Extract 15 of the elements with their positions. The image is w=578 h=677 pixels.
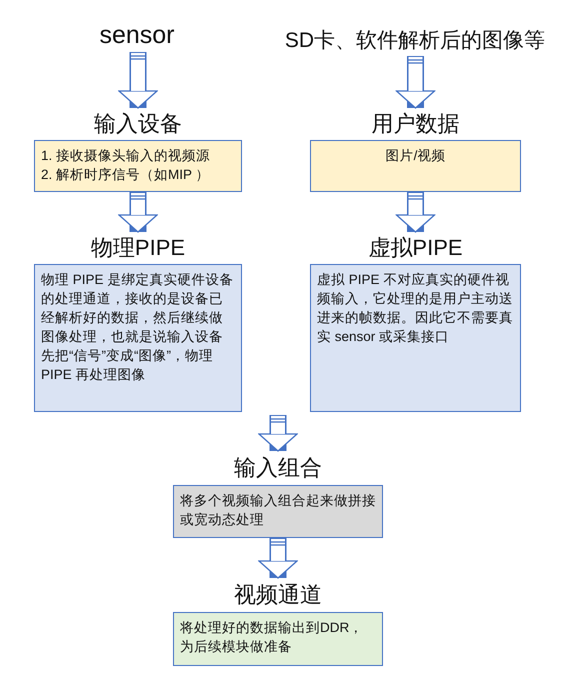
stage-heading: 用户数据 [372,110,460,138]
box-text: 2. 解析时序信号（如MIP ） [41,166,210,184]
source-label: sensor [77,18,197,52]
box-text: 图片/视频 [386,147,446,165]
stage-heading: 视频通道 [234,581,322,609]
box-text: 虚拟 PIPE 不对应真实的硬件视频输入，它处理的是用户主动送进来的帧数据。因此它不需要真实 sensor 或采集接口 [317,271,514,346]
source-label: SD卡、软件解析后的图像等 [262,24,568,56]
box-text: 1. 接收摄像头输入的视频源 [41,147,210,165]
stage-heading: 输入组合 [234,454,322,482]
stage-heading: 物理PIPE [90,234,186,262]
box-text: 将处理好的数据输出到DDR，为后续模块做准备 [180,619,364,656]
stage-heading: 虚拟PIPE [368,234,463,262]
stage-heading: 输入设备 [94,110,182,138]
box-text: 物理 PIPE 是绑定真实硬件设备的处理通道，接收的是设备已经解析好的数据，然后继续做图像处理，也就是说输入设备先把“信号”变成“图像”，物理PIPE 再处理图像 [41,271,234,384]
box-text: 将多个视频输入组合起来做拼接或宽动态处理 [180,492,376,529]
